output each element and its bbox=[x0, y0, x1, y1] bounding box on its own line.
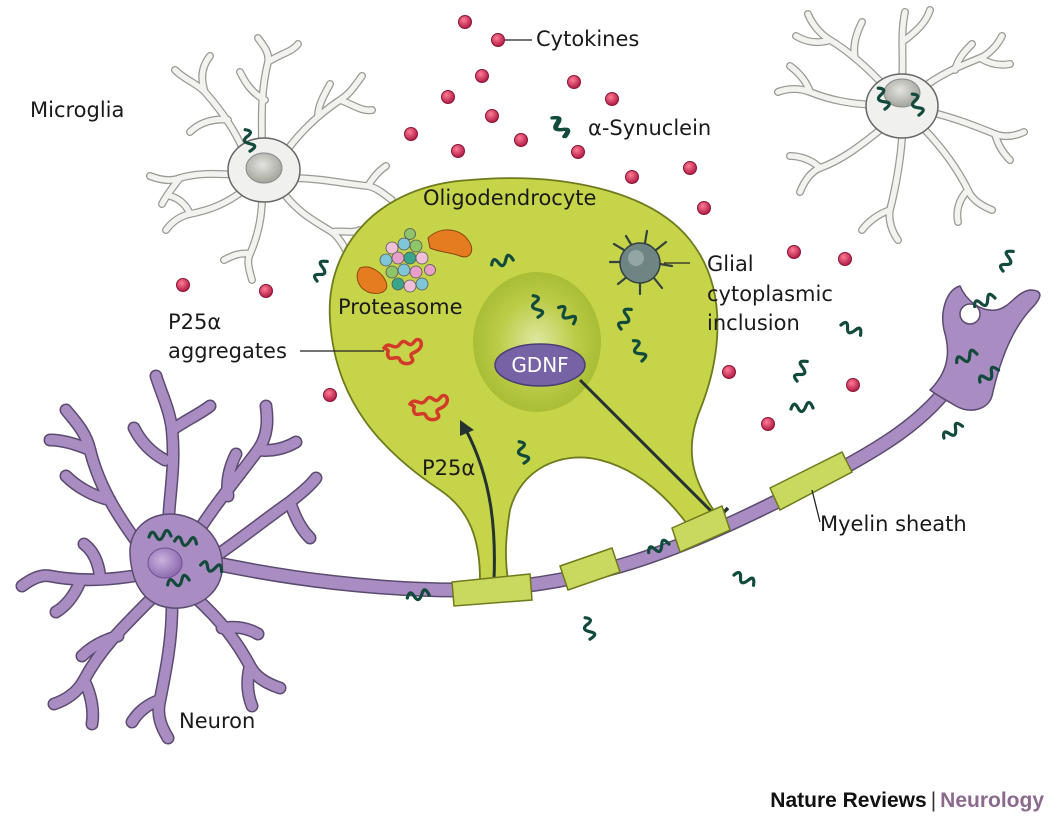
label-glial-inclusion-2: cytoplasmic bbox=[707, 282, 833, 306]
label-oligodendrocyte: Oligodendrocyte bbox=[423, 186, 597, 210]
label-myelin-sheath: Myelin sheath bbox=[820, 512, 967, 536]
label-p25a-aggregates-2: aggregates bbox=[168, 339, 287, 363]
label-proteasome: Proteasome bbox=[338, 295, 463, 319]
myelin-segment-3 bbox=[671, 504, 731, 554]
myelin-segment-4 bbox=[769, 450, 853, 512]
proteasome bbox=[356, 228, 473, 295]
axon-terminal bbox=[928, 285, 1041, 411]
neuron-nucleus bbox=[147, 547, 183, 579]
label-cytokines: Cytokines bbox=[536, 27, 640, 51]
label-gdnf: GDNF bbox=[511, 353, 569, 377]
microglia-nucleus bbox=[245, 152, 283, 184]
myelin-segment-1 bbox=[451, 573, 533, 607]
leader-lines bbox=[300, 39, 821, 523]
credit-journal: Neurology bbox=[940, 789, 1044, 812]
oligodendrocyte-nucleus bbox=[473, 272, 601, 412]
p25a-aggregate-1 bbox=[382, 337, 424, 366]
label-glial-inclusion-1: Glial bbox=[707, 252, 754, 276]
label-alpha-synuclein: α-Synuclein bbox=[588, 116, 712, 140]
label-microglia: Microglia bbox=[30, 98, 125, 122]
credit-publisher: Nature Reviews bbox=[770, 789, 927, 812]
microglia-left bbox=[146, 34, 396, 284]
myelin-segment-2 bbox=[559, 547, 621, 591]
credit-separator: | bbox=[930, 789, 937, 812]
gdnf-ellipse bbox=[494, 343, 586, 387]
label-neuron: Neuron bbox=[179, 709, 256, 733]
p25a-aggregate-2 bbox=[408, 393, 450, 422]
label-p25a: P25α bbox=[422, 456, 476, 480]
label-glial-inclusion-3: inclusion bbox=[707, 311, 800, 335]
glial-inclusion bbox=[608, 229, 674, 296]
microglia-right bbox=[774, 6, 1028, 244]
publisher-credit: Nature Reviews|Neurology bbox=[770, 789, 1044, 813]
myelin-sheaths bbox=[451, 450, 853, 607]
label-p25a-aggregates-1: P25α bbox=[168, 310, 222, 334]
oligodendrocyte bbox=[328, 177, 730, 581]
neuron bbox=[15, 285, 1041, 745]
